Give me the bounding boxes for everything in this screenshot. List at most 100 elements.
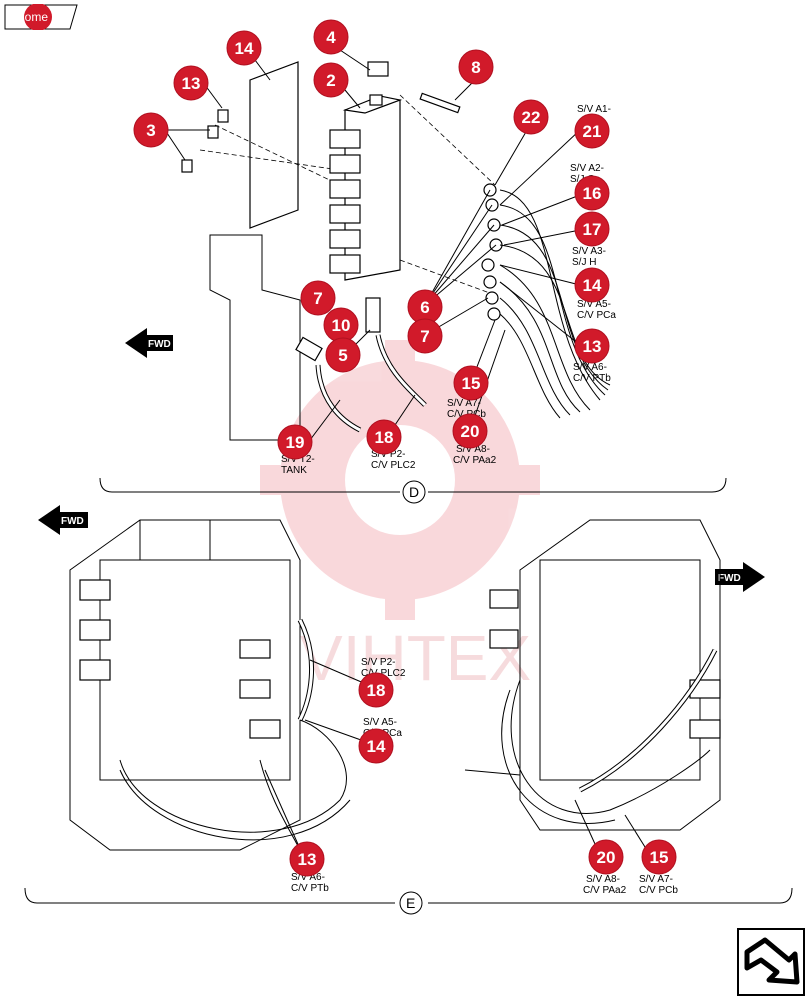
svg-text:13: 13 <box>298 850 317 869</box>
callout-p2-line1: S/V P2- <box>371 449 405 460</box>
section-d-bracket: D <box>99 477 727 504</box>
svg-text:6: 6 <box>420 298 429 317</box>
home-button[interactable]: home <box>4 4 78 30</box>
svg-text:13: 13 <box>583 337 602 356</box>
callout-a2-line1: S/V A2- <box>570 163 604 174</box>
callout-e-p2-line1: S/V P2- <box>361 657 395 668</box>
fwd-arrow-d: FWD <box>125 328 173 358</box>
badge-17[interactable]: 17 <box>574 211 610 247</box>
callout-a3-line1: S/V A3- <box>572 246 606 257</box>
callout-p2-line2: C/V PLC2 <box>371 460 416 471</box>
badge-5[interactable]: 5 <box>325 337 361 373</box>
control-valve-left <box>69 519 381 861</box>
callout-a6-line1: S/V A6- <box>573 362 607 373</box>
callout-a5-line1: S/V A5- <box>577 299 611 310</box>
return-arrow-button[interactable] <box>737 928 805 996</box>
badge-19[interactable]: 19 <box>277 424 313 460</box>
svg-text:18: 18 <box>375 428 394 447</box>
control-valve-right <box>464 519 721 856</box>
svg-text:17: 17 <box>583 220 602 239</box>
bolt-parts <box>181 61 461 173</box>
section-label-d: D <box>409 484 419 500</box>
svg-text:7: 7 <box>420 327 429 346</box>
badge-4[interactable]: 4 <box>313 19 349 55</box>
badge-14-right[interactable]: 14 <box>574 267 610 303</box>
badge-10[interactable]: 10 <box>323 307 359 343</box>
svg-text:14: 14 <box>583 276 602 295</box>
svg-text:14: 14 <box>235 39 254 58</box>
svg-text:22: 22 <box>522 108 541 127</box>
callout-t2-line1: S/V T2- <box>281 454 315 465</box>
callout-a6-line2: C/V PTb <box>573 373 611 384</box>
svg-text:20: 20 <box>461 422 480 441</box>
svg-text:8: 8 <box>471 58 480 77</box>
badge-16[interactable]: 16 <box>574 175 610 211</box>
home-label: home <box>18 10 49 24</box>
callout-a7-line1: S/V A7- <box>447 398 481 409</box>
hose-bundle <box>499 189 611 419</box>
callout-e-a7-line2: C/V PCb <box>639 885 678 896</box>
svg-text:20: 20 <box>597 848 616 867</box>
callout-e-a5-line1: S/V A5- <box>363 717 397 728</box>
badge-15-d[interactable]: 15 <box>453 365 489 401</box>
callout-a1-line1: S/V A1- <box>577 104 611 115</box>
solenoid-valve-block <box>329 94 496 296</box>
badge-20-d[interactable]: 20 <box>452 413 488 449</box>
svg-text:3: 3 <box>146 121 155 140</box>
badge-13-e[interactable]: 13 <box>289 841 325 877</box>
lower-hoses <box>295 297 427 433</box>
badge-22[interactable]: 22 <box>513 99 549 135</box>
badge-13-right[interactable]: 13 <box>574 328 610 364</box>
badge-3[interactable]: 3 <box>133 112 169 148</box>
callout-a3-line2: S/J H <box>572 257 596 268</box>
svg-text:14: 14 <box>367 737 386 756</box>
svg-text:19: 19 <box>286 433 305 452</box>
svg-text:FWD: FWD <box>61 516 84 527</box>
svg-text:13: 13 <box>182 74 201 93</box>
badge-7-right[interactable]: 7 <box>407 318 443 354</box>
badge-18-e[interactable]: 18 <box>358 672 394 708</box>
badge-18-d[interactable]: 18 <box>366 419 402 455</box>
badge-15-e[interactable]: 15 <box>641 839 677 875</box>
callout-a8-line1: S/V A8- <box>456 444 490 455</box>
callout-t2-line2: TANK <box>281 465 307 476</box>
badge-2[interactable]: 2 <box>313 62 349 98</box>
part-badges[interactable]: 14 4 2 13 8 3 22 21 16 17 14 13 7 10 5 6… <box>133 19 677 877</box>
badge-14-e[interactable]: 14 <box>358 728 394 764</box>
fwd-arrow-e-left: FWD <box>38 505 88 535</box>
badge-7-left[interactable]: 7 <box>300 280 336 316</box>
section-label-e: E <box>406 895 415 911</box>
badge-13-top[interactable]: 13 <box>173 65 209 101</box>
svg-text:15: 15 <box>462 374 481 393</box>
callout-e-a8-line1: S/V A8- <box>586 874 620 885</box>
svg-text:FWD: FWD <box>718 573 741 584</box>
callout-e-a6-line1: S/V A6- <box>291 872 325 883</box>
svg-text:16: 16 <box>583 184 602 203</box>
section-e-bracket: E <box>24 887 793 915</box>
callout-e-p2-line2: C/V PLC2 <box>361 668 406 679</box>
svg-text:FWD: FWD <box>148 339 171 350</box>
svg-text:10: 10 <box>332 316 351 335</box>
svg-text:5: 5 <box>338 346 347 365</box>
svg-text:18: 18 <box>367 681 386 700</box>
badge-20-e[interactable]: 20 <box>588 839 624 875</box>
svg-text:4: 4 <box>326 28 336 47</box>
badge-6[interactable]: 6 <box>407 289 443 325</box>
svg-text:15: 15 <box>650 848 669 867</box>
callout-e-a6-line2: C/V PTb <box>291 883 329 894</box>
svg-text:2: 2 <box>326 71 335 90</box>
callout-a5-line2: C/V PCa <box>577 310 616 321</box>
callout-a8-line2: C/V PAa2 <box>453 455 497 466</box>
badge-8[interactable]: 8 <box>458 49 494 85</box>
home-tab-shape <box>4 4 78 30</box>
svg-text:7: 7 <box>313 289 322 308</box>
return-arrow-icon <box>744 937 800 985</box>
badge-21[interactable]: 21 <box>574 113 610 149</box>
callout-e-a8-line2: C/V PAa2 <box>583 885 627 896</box>
fwd-arrow-e-right: FWD <box>715 562 765 592</box>
callout-e-a7-line1: S/V A7- <box>639 874 673 885</box>
badge-14-top[interactable]: 14 <box>226 30 262 66</box>
svg-text:21: 21 <box>583 122 602 141</box>
